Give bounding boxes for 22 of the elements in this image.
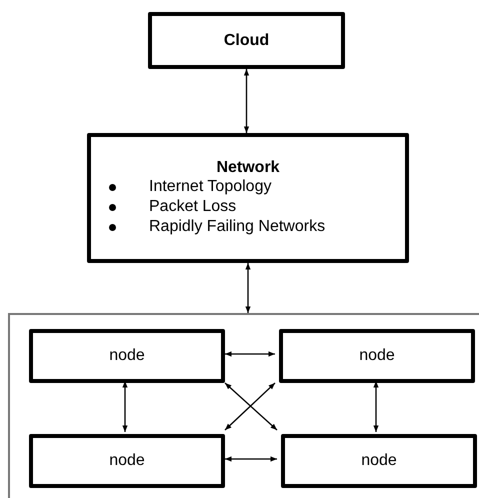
process-box [87, 133, 409, 263]
box-title: Network [216, 159, 280, 177]
process-box [148, 12, 345, 69]
bullet-item: Rapidly Failing Networks [91, 217, 405, 237]
box-title: Cloud [224, 32, 270, 50]
box-title: node [359, 347, 395, 365]
process-box [29, 329, 225, 383]
box-title: node [109, 347, 145, 365]
arrow [225, 456, 277, 462]
bullet-item: Internet Topology [91, 177, 405, 197]
arrow [122, 381, 128, 432]
box-title: node [361, 452, 397, 470]
process-box [281, 434, 477, 488]
process-box [279, 329, 475, 383]
arrow [225, 351, 275, 357]
arrow [373, 381, 379, 432]
arrow [245, 263, 251, 313]
process-box [29, 434, 225, 488]
bullet-item: Packet Loss [91, 197, 405, 217]
box-title: node [109, 452, 145, 470]
arrow [244, 69, 250, 133]
group-frame [8, 313, 479, 498]
